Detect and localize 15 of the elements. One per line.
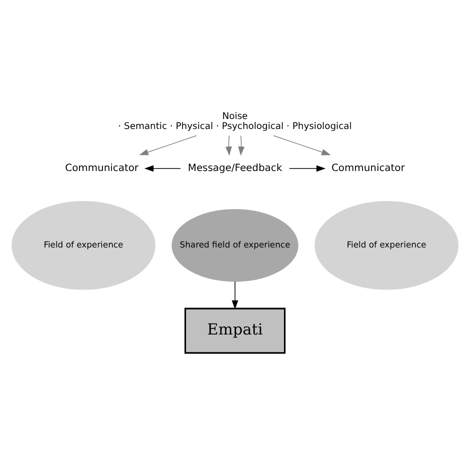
node-ellipse: Shared field of experience	[172, 209, 298, 282]
arrow	[238, 135, 245, 156]
node-text: Noise · Semantic · Physical · Psychological · Physiological	[118, 111, 352, 132]
node-ellipse: Field of experience	[12, 201, 156, 290]
node-text: Message/Feedback	[188, 163, 282, 174]
arrow	[225, 135, 232, 156]
arrow	[144, 165, 181, 172]
node-box: Empati	[184, 308, 286, 354]
arrow	[232, 281, 238, 310]
arrow	[288, 165, 326, 172]
node-ellipse: Field of experience	[314, 201, 458, 290]
arrow	[273, 135, 331, 156]
node-text: Communicator	[331, 163, 405, 174]
arrow	[139, 135, 197, 156]
node-text: Communicator	[65, 163, 139, 174]
